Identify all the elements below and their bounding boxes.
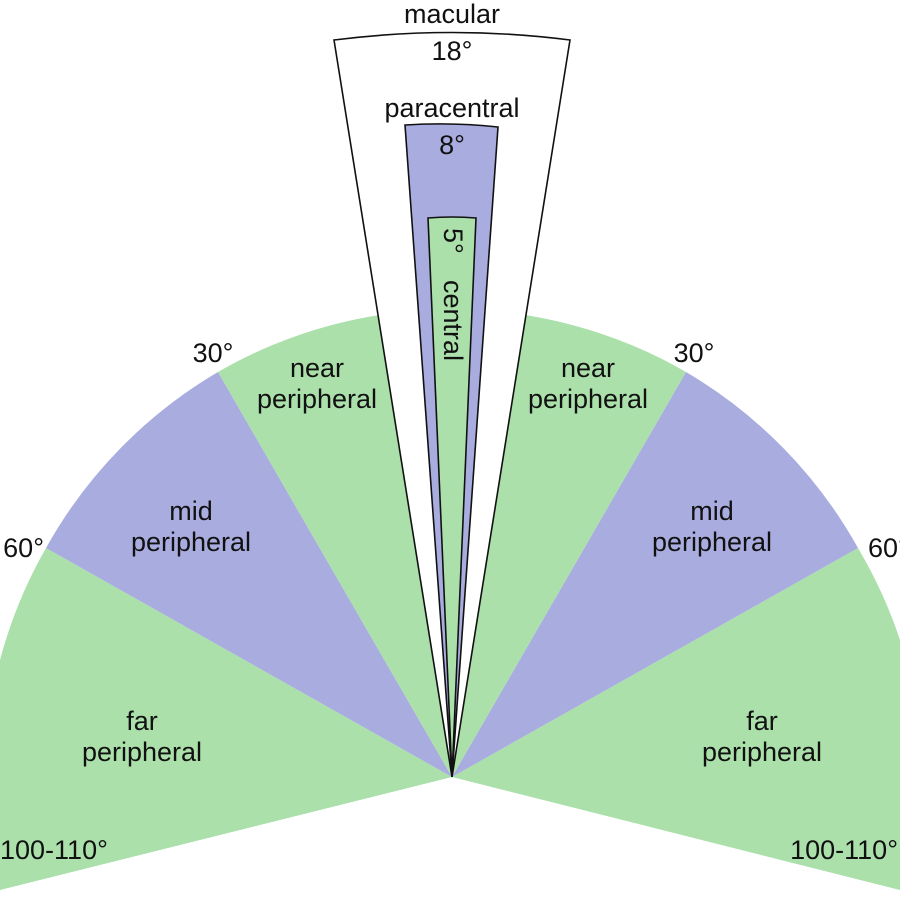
far-peripheral-right-label-line2: peripheral bbox=[702, 737, 822, 767]
near-peripheral-left-label-line1: near bbox=[290, 353, 344, 383]
mid-peripheral-right-label-line2: peripheral bbox=[652, 527, 772, 557]
near-peripheral-right-label-line2: peripheral bbox=[528, 384, 648, 414]
mid-peripheral-left-sector bbox=[46, 372, 452, 777]
far-peripheral-right-label-line1: far bbox=[746, 706, 778, 736]
boundary-60-left-label: 60° bbox=[3, 533, 44, 563]
mid-peripheral-left-label-line1: mid bbox=[169, 496, 213, 526]
paracentral-label: paracentral bbox=[384, 93, 519, 123]
mid-peripheral-right-sector bbox=[452, 372, 858, 777]
macular-label: macular bbox=[404, 0, 500, 29]
central-label: central bbox=[438, 280, 468, 361]
boundary-far-left-label: 100-110° bbox=[0, 835, 108, 865]
far-peripheral-right-sector bbox=[452, 548, 900, 890]
boundary-60-right-label: 60° bbox=[868, 533, 900, 563]
far-peripheral-left-sector bbox=[0, 548, 452, 890]
mid-peripheral-right-label-line1: mid bbox=[690, 496, 734, 526]
central-wedge bbox=[427, 216, 477, 778]
paracentral-angle-label: 8° bbox=[439, 130, 465, 160]
boundary-far-right-label: 100-110° bbox=[790, 835, 898, 865]
boundary-30-right-label: 30° bbox=[674, 338, 715, 368]
central-angle-label: 5° bbox=[438, 228, 468, 254]
mid-peripheral-left-label-line2: peripheral bbox=[131, 527, 251, 557]
macular-angle-label: 18° bbox=[432, 36, 473, 66]
near-peripheral-left-label-line2: peripheral bbox=[257, 384, 377, 414]
far-peripheral-left-label-line2: peripheral bbox=[82, 737, 202, 767]
near-peripheral-right-label-line1: near bbox=[561, 353, 615, 383]
boundary-30-left-label: 30° bbox=[193, 338, 234, 368]
far-peripheral-left-label-line1: far bbox=[126, 706, 158, 736]
